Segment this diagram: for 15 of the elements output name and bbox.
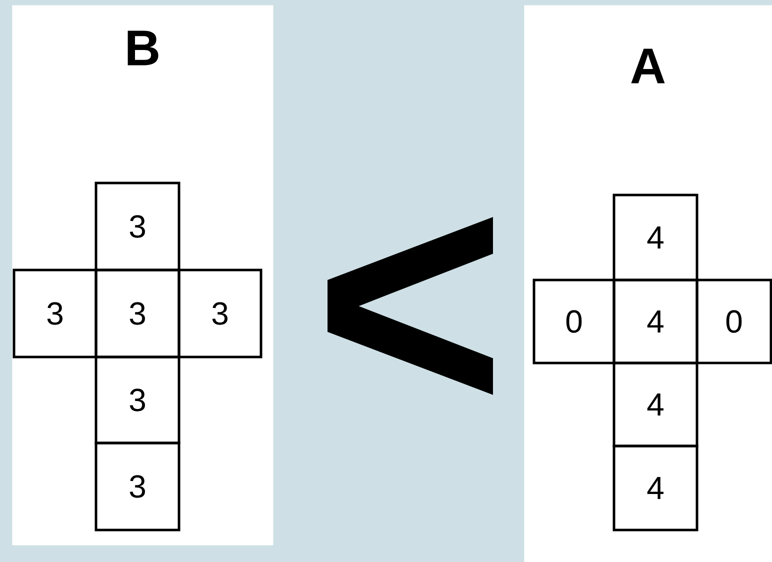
net-cell: 4	[612, 194, 698, 282]
net-cell: 3	[12, 268, 98, 358]
panel-heading: B	[128, 30, 158, 66]
net-cell: 0	[696, 278, 772, 364]
net-cell: 3	[94, 182, 180, 272]
less-than-sign: <	[328, 216, 493, 395]
net-cell: 4	[612, 278, 698, 364]
net-cell: 3	[178, 268, 262, 358]
net-cell: 3	[94, 356, 180, 444]
net-cell: 3	[94, 442, 180, 532]
net-cell: 4	[612, 362, 698, 448]
net-cell: 3	[94, 268, 180, 358]
panel-heading: A	[631, 48, 665, 84]
net-cell: 4	[612, 444, 698, 532]
net-cell: 0	[532, 278, 616, 364]
